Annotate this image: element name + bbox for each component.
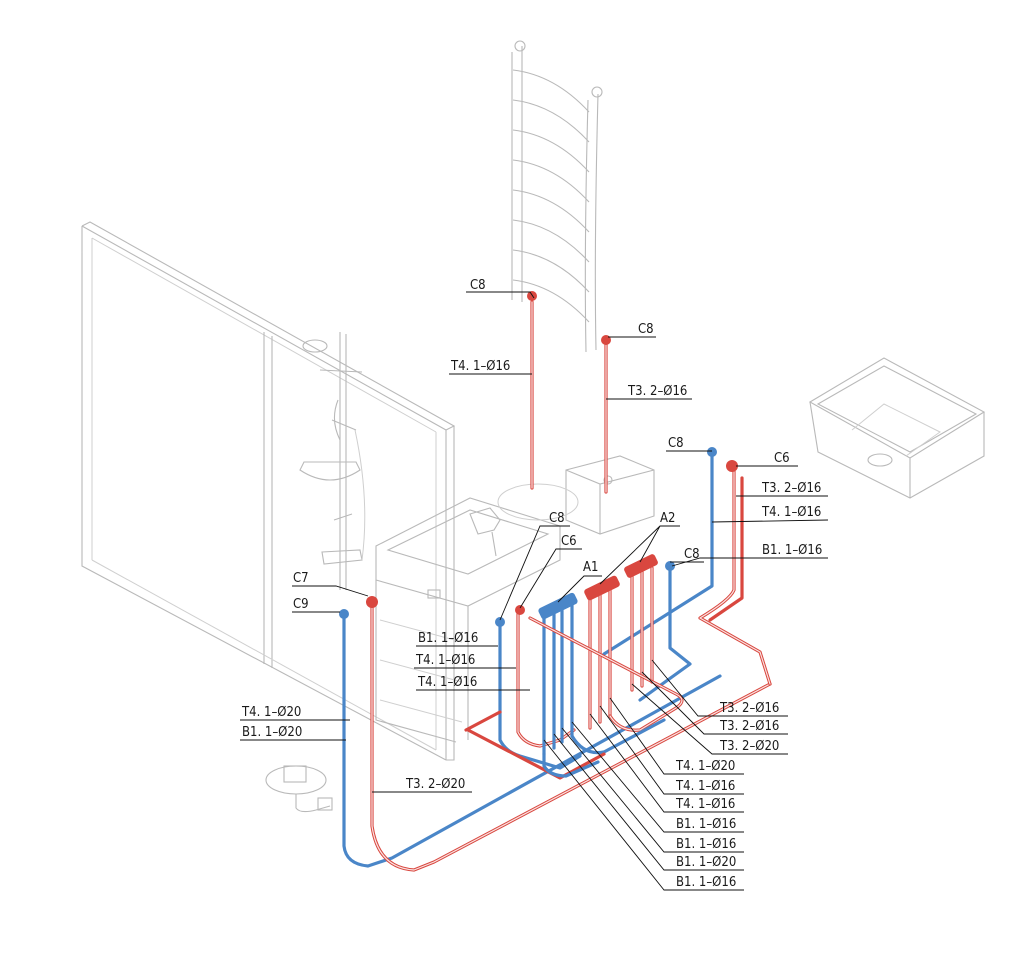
label-c7-shower: C7 [293, 571, 309, 586]
label-b1-sink-right: B1. 1–Ø16 [762, 543, 822, 558]
label-t4-shower: T4. 1–Ø20 [241, 705, 301, 720]
label-t4-sink-right: T4. 1–Ø16 [761, 505, 821, 520]
label-r9: B1. 1–Ø20 [676, 855, 736, 870]
floor-drain-fixture [265, 765, 333, 813]
label-r10: B1. 1–Ø16 [676, 875, 736, 890]
label-c8-center-upper: C8 [684, 547, 700, 562]
label-t3-towel: T3. 2–Ø16 [627, 384, 687, 399]
label-r2: T3. 2–Ø16 [719, 719, 779, 734]
label-a1: A1 [583, 560, 598, 575]
toilet-cistern-fixture [497, 455, 655, 535]
label-t4-wash-b: T4. 1–Ø16 [417, 675, 477, 690]
label-b1-shower: B1. 1–Ø20 [242, 725, 302, 740]
label-r1: T3. 2–Ø16 [719, 701, 779, 716]
label-t3-sink-right: T3. 2–Ø16 [761, 481, 821, 496]
label-c8-sink-right: C8 [668, 436, 684, 451]
pipe-network [339, 291, 772, 872]
label-t3-shower: T3. 2–Ø20 [405, 777, 465, 792]
annotations: C8 C8 T4. 1–Ø16 T3. 2–Ø16 C8 C6 T3. 2–Ø1… [240, 278, 829, 891]
label-r5: T4. 1–Ø16 [675, 779, 735, 794]
label-a2: A2 [660, 511, 675, 526]
label-r6: T4. 1–Ø16 [675, 797, 735, 812]
label-t4-wash-a: T4. 1–Ø16 [415, 653, 475, 668]
vanity-washbasin-fixture [375, 497, 561, 743]
label-r7: B1. 1–Ø16 [676, 817, 736, 832]
label-r3: T3. 2–Ø20 [719, 739, 779, 754]
label-c8-towel-left: C8 [470, 278, 486, 293]
label-c8-wash: C8 [549, 511, 565, 526]
label-t4-towel: T4. 1–Ø16 [450, 359, 510, 374]
label-c8-towel-right: C8 [638, 322, 654, 337]
shower-enclosure-fixture [81, 221, 456, 761]
label-r4: T4. 1–Ø20 [675, 759, 735, 774]
label-b1-wash: B1. 1–Ø16 [418, 631, 478, 646]
towel-rail-fixture [511, 40, 603, 353]
label-c6-wash: C6 [561, 534, 577, 549]
label-c6-sink-right: C6 [774, 451, 790, 466]
kitchen-sink-fixture [808, 357, 986, 499]
fitting-markers [339, 291, 738, 627]
label-r8: B1. 1–Ø16 [676, 837, 736, 852]
label-c9-shower: C9 [293, 597, 309, 612]
